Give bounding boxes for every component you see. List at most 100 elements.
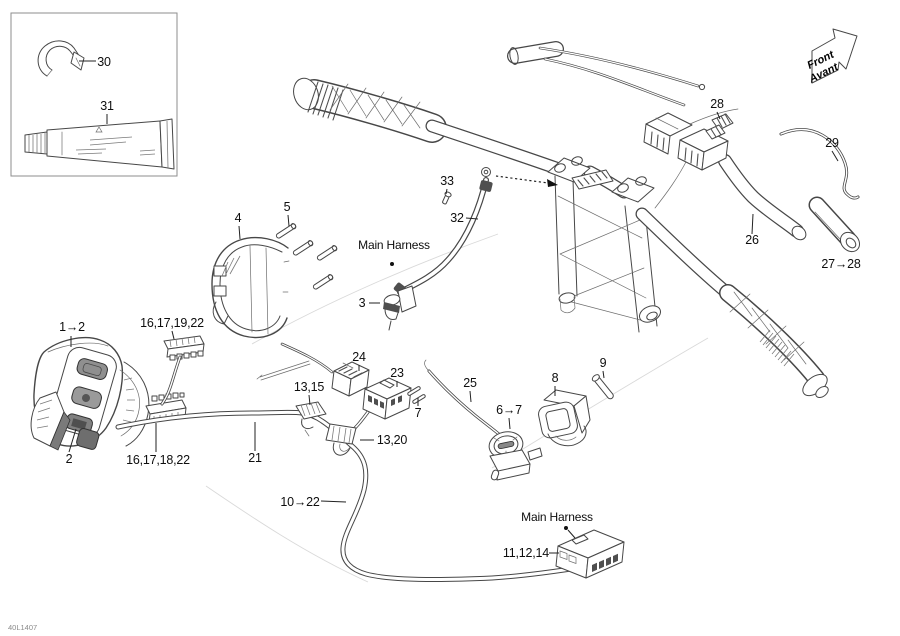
inset-box-border [10, 12, 178, 177]
callout-27-28: 27→28 [821, 257, 861, 271]
callout-9: 9 [600, 356, 607, 379]
cable-part-32 [393, 167, 493, 295]
callout-label: 27→28 [821, 257, 861, 271]
module-part-8 [538, 389, 591, 447]
callout-label: 8 [552, 371, 559, 385]
leader-line [469, 390, 472, 403]
callout-label: 32 [450, 211, 464, 225]
clip-13-15 [295, 401, 327, 437]
switch-button-middle [71, 386, 102, 409]
leader-line [465, 217, 479, 220]
main-harness-note-bottom: Main Harness [521, 510, 593, 539]
leader-line [238, 225, 241, 240]
callout-label: 29 [825, 136, 839, 150]
callout-3: 3 [359, 296, 380, 310]
callout-5: 5 [284, 200, 291, 227]
leader-line [602, 370, 605, 379]
leader-line [567, 529, 576, 539]
grease-tube-part-31 [24, 118, 175, 170]
callout-33: 33 [440, 174, 454, 195]
callout-label: 4 [235, 211, 242, 225]
grip-tube-part-26 [718, 154, 807, 241]
callout-4: 4 [235, 211, 242, 240]
callout-label: 33 [440, 174, 454, 188]
callout-label: 9 [600, 356, 607, 370]
connector-11-12-14 [555, 529, 625, 579]
drawing-code: 40L1407 [8, 623, 37, 632]
switch-button-top [76, 358, 108, 380]
ring-terminal [698, 83, 706, 91]
leader-line [68, 428, 77, 453]
riser-right-boss [638, 305, 662, 323]
wire-part-29 [779, 128, 860, 200]
callout-label: 23 [390, 366, 404, 380]
steering-riser [547, 156, 662, 333]
callout-label: 11,12,14 [503, 546, 549, 560]
leader-line [308, 394, 311, 406]
left-bar-end-cap [293, 77, 319, 111]
callout-11-12-14: 11,12,14 [503, 546, 559, 560]
callout-25: 25 [463, 376, 477, 403]
connector-16-17-19-22 [163, 335, 205, 361]
callout-16-17-19-22: 16,17,19,22 [140, 316, 204, 340]
right-handlebar [635, 207, 829, 399]
leader-line [831, 150, 839, 162]
harness-tape-patch [571, 169, 614, 190]
callout-1-2: 1→2 [59, 320, 85, 347]
callout-label: 1→2 [59, 320, 85, 334]
callout-32: 32 [450, 211, 479, 225]
connector-block-a [643, 112, 693, 155]
background-context-lines [205, 233, 709, 583]
top-wires [538, 46, 739, 209]
front-direction-arrow: Front Avant [805, 28, 858, 86]
leader-line [171, 330, 175, 340]
riser-left-foot [558, 292, 576, 304]
switch-lower-stub [76, 428, 100, 450]
screws-part-5 [275, 223, 338, 290]
connector-block-b [677, 128, 729, 171]
left-handlebar [293, 77, 563, 175]
main-harness-note-top: Main Harness [358, 238, 430, 266]
pin-part-9 [591, 374, 614, 400]
callout-31: 31 [100, 99, 114, 124]
locator-dotted-arrow [495, 175, 558, 187]
callout-7: 7 [415, 398, 422, 420]
leader-line [287, 214, 290, 227]
connector-part-28 [705, 113, 734, 140]
callout-label: 5 [284, 200, 291, 214]
callouts-layer: 30 31 1→2 2 16,17,19,22 16,17,18,22 4 5 [59, 55, 861, 560]
main-harness-label: Main Harness [521, 510, 593, 524]
switch-module-part-1-2 [30, 336, 150, 451]
callout-8: 8 [552, 371, 559, 396]
callout-label: 30 [97, 55, 111, 69]
callout-16-17-18-22: 16,17,18,22 [126, 423, 190, 467]
callout-28: 28 [710, 97, 724, 120]
callout-label: 25 [463, 376, 477, 390]
callout-label: 2 [66, 452, 73, 466]
screw-part-33 [442, 191, 452, 205]
leader-line [508, 417, 511, 430]
sensor-part-3 [383, 285, 417, 331]
heated-grip-part-27-28 [808, 196, 861, 253]
callout-label: 31 [100, 99, 114, 113]
handlebar-clamp-right [611, 176, 655, 203]
callout-label: 6→7 [496, 403, 522, 417]
riser-columns [554, 175, 658, 333]
callout-label: 26 [745, 233, 759, 247]
connector-part-23 [362, 377, 412, 420]
harness-point-marker [390, 262, 394, 266]
callout-label: 7 [415, 406, 422, 420]
main-harness-label: Main Harness [358, 238, 430, 252]
callout-2: 2 [66, 428, 77, 466]
pins-part-7 [407, 386, 426, 404]
leader-line [445, 188, 448, 195]
lever-blade [123, 361, 150, 447]
callout-6-7: 6→7 [496, 403, 522, 430]
harness-point-marker [564, 526, 568, 530]
wire-part-25 [424, 359, 502, 437]
connector-part-24 [331, 361, 370, 397]
right-grip-knurl-patch [759, 329, 795, 367]
cable-tie [256, 360, 311, 381]
callout-label: 10→22 [280, 495, 320, 509]
